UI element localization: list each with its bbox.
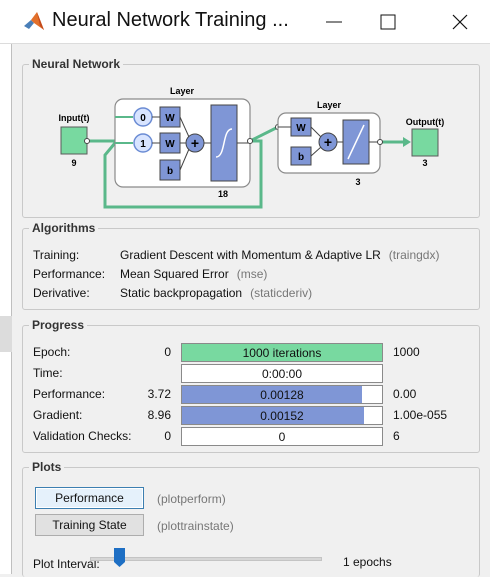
title-bar: Neural Network Training ... xyxy=(0,0,490,44)
validation-checks-end-value: 6 xyxy=(393,429,400,443)
minimize-button[interactable] xyxy=(308,0,360,44)
epoch-progress-fill xyxy=(182,344,382,361)
maximize-icon xyxy=(380,14,396,30)
progress-title: Progress xyxy=(29,318,88,332)
input-label: Input(t) xyxy=(59,113,90,123)
performance-end-value: 0.00 xyxy=(393,387,417,401)
performance-plot-code: (plotperform) xyxy=(157,492,226,506)
time-label: Time: xyxy=(33,366,63,380)
weight-label-1: W xyxy=(165,139,175,150)
training-state-plot-button[interactable]: Training State xyxy=(35,514,144,536)
validation-checks-progress-text: 0 xyxy=(278,430,286,444)
bias-label-hidden: b xyxy=(167,166,173,177)
gradient-end-value: 1.00e-055 xyxy=(393,408,448,422)
performance-progress-fill xyxy=(182,386,362,403)
sigmoid-icon xyxy=(215,128,233,158)
epoch-start-value: 0 xyxy=(164,345,171,359)
derivative-code: (staticderiv) xyxy=(250,286,313,300)
plot-interval-track[interactable] xyxy=(90,557,322,561)
derivative-label: Derivative: xyxy=(33,286,90,300)
performance-progress-text: 0.00128 xyxy=(260,388,304,402)
validation-checks-progress-bar: 0 xyxy=(181,427,383,446)
input-size: 9 xyxy=(71,158,76,168)
training-label: Training: xyxy=(33,248,80,262)
plot-interval-value: 1 epochs xyxy=(343,555,392,569)
output-node xyxy=(411,128,439,157)
output-layer-size: 3 xyxy=(355,177,360,187)
time-progress-bar: 0:00:00 xyxy=(181,364,383,383)
epoch-progress-text: 1000 iterations xyxy=(242,346,322,360)
validation-checks-label: Validation Checks: xyxy=(33,429,132,443)
plus-icon-output: + xyxy=(324,134,332,150)
delay-1-label: 1 xyxy=(140,139,146,150)
minimize-icon xyxy=(326,21,342,23)
training-state-plot-code: (plottrainstate) xyxy=(157,519,234,533)
plot-interval-slider-thumb[interactable] xyxy=(114,548,125,567)
performance-label: Performance: xyxy=(33,267,106,281)
plot-interval-label: Plot Interval: xyxy=(33,557,100,571)
epoch-label: Epoch: xyxy=(33,345,71,359)
epoch-progress-bar: 1000 iterations xyxy=(181,343,383,362)
performance-value: Mean Squared Error(mse) xyxy=(120,267,268,281)
gradient-start-value: 8.96 xyxy=(147,408,171,422)
training-code: (traingdx) xyxy=(388,248,440,262)
derivative-value: Static backpropagation(staticderiv) xyxy=(120,286,313,300)
window-title: Neural Network Training ... xyxy=(52,9,289,31)
matlab-logo-icon xyxy=(24,12,44,30)
gradient-progress-text: 0.00152 xyxy=(260,409,304,423)
performance-label: Performance: xyxy=(33,387,106,401)
gradient-progress-fill xyxy=(182,407,364,424)
time-progress-text: 0:00:00 xyxy=(261,367,303,381)
neural-network-title: Neural Network xyxy=(29,57,124,71)
algorithms-panel: Algorithms Training: Gradient Descent wi… xyxy=(22,221,480,310)
plus-icon: + xyxy=(191,135,199,151)
delay-0-label: 0 xyxy=(140,113,146,124)
close-icon xyxy=(452,14,468,30)
maximize-button[interactable] xyxy=(362,0,414,44)
weight-label-0: W xyxy=(165,113,175,124)
output-label: Output(t) xyxy=(406,117,444,127)
performance-start-value: 3.72 xyxy=(147,387,171,401)
background-window-edge xyxy=(0,44,12,574)
arrow-right-icon xyxy=(403,137,411,147)
performance-plot-button[interactable]: Performance xyxy=(35,487,144,509)
plots-title: Plots xyxy=(29,460,65,474)
hidden-size: 18 xyxy=(218,189,228,199)
input-node xyxy=(60,126,88,155)
output-layer-label: Layer xyxy=(317,100,342,110)
output-size: 3 xyxy=(422,158,427,168)
network-diagram: Input(t) 9 Layer 0 1 W W b + 18 xyxy=(59,86,444,209)
gradient-label: Gradient: xyxy=(33,408,83,422)
close-button[interactable] xyxy=(434,0,486,44)
hidden-layer-label: Layer xyxy=(170,86,195,96)
performance-code: (mse) xyxy=(236,267,268,281)
validation-checks-start-value: 0 xyxy=(164,429,171,443)
algorithms-title: Algorithms xyxy=(29,221,99,235)
epoch-end-value: 1000 xyxy=(393,345,420,359)
bias-label-output: b xyxy=(298,152,304,163)
linear-icon xyxy=(347,124,365,160)
gradient-progress-bar: 0.00152 xyxy=(181,406,383,425)
neural-network-panel: Neural Network Input(t) 9 Layer 0 1 W W … xyxy=(22,57,480,218)
performance-progress-bar: 0.00128 xyxy=(181,385,383,404)
training-value: Gradient Descent with Momentum & Adaptiv… xyxy=(120,248,440,262)
weight-label-output: W xyxy=(296,123,306,134)
